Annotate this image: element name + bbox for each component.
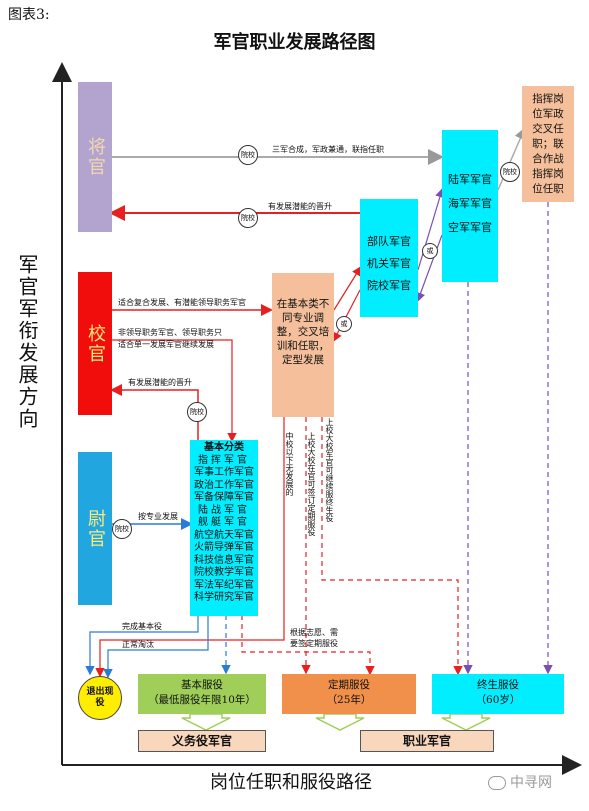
- basic-classification-item: 科学研究军官: [194, 592, 254, 603]
- figure-label: 图表3:: [8, 7, 50, 23]
- units-box: 部队军官 机关军官 院校军官: [360, 199, 418, 317]
- basic-service-box: 基本服役 （最低服役年限10年）: [138, 674, 266, 714]
- basic-classification-item: 科技信息军官: [194, 554, 254, 566]
- label-joint: 三军合成，军政兼通，联指任职: [272, 145, 384, 154]
- y-axis-label: 军官军衔发展方向: [15, 254, 39, 430]
- label-mid-below: 中校以下无发展的: [285, 432, 294, 496]
- joint-command-box: 指挥岗位军政交叉任职；联合作战指挥岗位任职: [522, 86, 574, 202]
- joint-command-text: 指挥岗位军政交叉任职；联合作战指挥岗位任职: [532, 93, 564, 195]
- label-potential-top: 有发展潜能的晋升: [268, 202, 332, 211]
- label-potential-mid: 有发展潜能的晋升: [128, 378, 192, 387]
- label-nonleader-2: 适合单一发展军官继续发展: [118, 340, 214, 349]
- label-complete-basic: 完成基本役: [122, 622, 162, 631]
- basic-classification-item: 军备保障军官: [194, 492, 254, 503]
- basic-classification-item: 军事工作军官: [194, 467, 254, 478]
- life-service-box: 终生服役 （60岁）: [432, 674, 564, 714]
- basic-classification-title: 基本分类: [204, 442, 244, 453]
- basic-classification-item: 政治工作军官: [194, 479, 254, 491]
- conscript-officer-label: 义务役军官: [171, 734, 232, 748]
- academy-circle-mid: 院校: [187, 402, 207, 422]
- services-box: 陆军军官 海军军官 空军军官: [442, 130, 498, 282]
- basic-classification-box: 基本分类 指挥军官军事工作军官政治工作军官军备保障军官陆战军官舰艇军官航空航天军…: [190, 440, 258, 616]
- fixed-service-sub: （25年）: [326, 694, 372, 706]
- service-navy: 海军军官: [448, 197, 492, 210]
- academy-circle-upper: 院校: [238, 208, 258, 228]
- unit-army: 部队军官: [367, 235, 411, 248]
- fixed-service-title: 定期服役: [328, 679, 370, 691]
- diagram-title: 军官职业发展路径图: [213, 32, 376, 53]
- basic-classification-item: 军法军纪军官: [194, 579, 254, 591]
- academy-circle-right: 院校: [500, 162, 520, 182]
- general-rank-label: 将官: [85, 137, 106, 177]
- label-normal-elim: 正常淘汰: [122, 640, 154, 649]
- life-service-sub: （60岁）: [475, 694, 521, 706]
- academy-circle-company: 院校: [112, 519, 132, 539]
- company-rank-label: 尉官: [85, 508, 106, 549]
- field-rank-label: 校官: [85, 323, 106, 364]
- field-rank-box: 校官: [78, 272, 112, 415]
- or-circle-right: 或: [422, 243, 438, 259]
- label-sign-fixed: 要签定期服役: [290, 639, 338, 648]
- basic-classification-item: 火箭导弹军官: [194, 542, 254, 553]
- service-airforce: 空军军官: [448, 221, 492, 234]
- company-rank-box: 尉官: [78, 452, 112, 605]
- basic-classification-item: 指挥军官: [198, 454, 250, 466]
- watermark: 中寻网: [488, 772, 552, 792]
- basic-classification-item: 院校教学军官: [194, 567, 254, 578]
- x-axis-label: 岗位任职和服役路径: [210, 772, 372, 793]
- conscript-officer-box: 义务役军官: [138, 730, 266, 752]
- retire-circle: 退出现役: [78, 676, 122, 720]
- label-composite: 适合复合发展、有潜能领导职务军官: [118, 298, 246, 307]
- wechat-icon: [488, 776, 506, 790]
- unit-organ: 机关军官: [367, 257, 411, 270]
- retire-label: 退出现役: [86, 687, 114, 708]
- service-army: 陆军军官: [448, 173, 492, 186]
- academy-circle-top: 院校: [238, 145, 258, 165]
- professional-officer-box: 职业军官: [360, 730, 494, 752]
- label-upper-continue: 上校大校军官可继续服终生役: [325, 418, 334, 522]
- label-by-will: 根据志愿、需: [290, 628, 338, 637]
- label-nonleader-1: 非领导职务军官、领导职务只: [118, 328, 222, 337]
- professional-officer-label: 职业军官: [402, 734, 451, 748]
- or-circle-left: 或: [336, 316, 352, 332]
- cross-development-text: 在基本类不同专业调整，交叉培训和任职，定型发展: [276, 298, 330, 366]
- general-rank-box: 将官: [78, 82, 112, 232]
- cross-development-box: 在基本类不同专业调整，交叉培训和任职，定型发展: [272, 273, 334, 417]
- basic-classification-item: 陆战军官: [198, 504, 250, 516]
- unit-academy: 院校军官: [367, 279, 411, 292]
- basic-classification-item: 航空航天军官: [194, 529, 254, 541]
- basic-classification-list: 指挥军官军事工作军官政治工作军官军备保障军官陆战军官舰艇军官航空航天军官火箭导弹…: [193, 455, 255, 605]
- life-service-title: 终生服役: [477, 679, 519, 691]
- basic-service-sub: （最低服役年限10年）: [148, 694, 256, 706]
- label-by-specialty: 按专业发展: [138, 512, 178, 521]
- basic-service-title: 基本服役: [181, 679, 223, 691]
- label-upper-sign: 上校大校在官可签订定期服役: [307, 432, 316, 536]
- fixed-service-box: 定期服役 （25年）: [282, 674, 416, 714]
- basic-classification-item: 舰艇军官: [198, 517, 250, 528]
